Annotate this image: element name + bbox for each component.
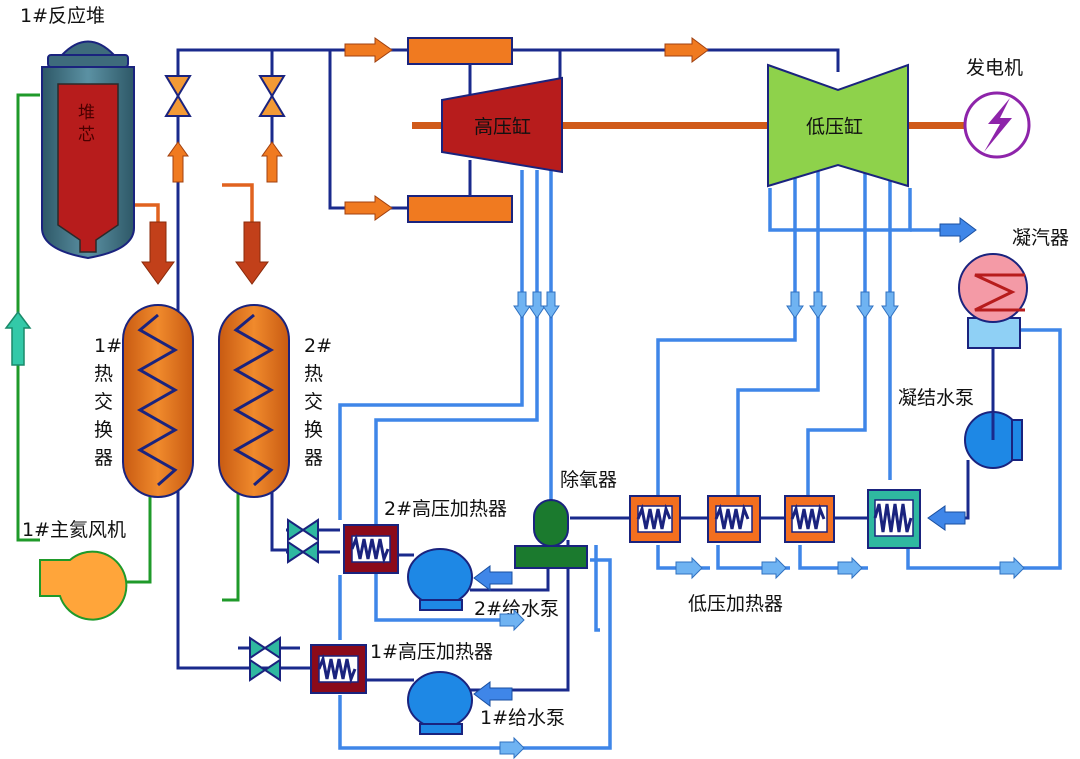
arrow-right-icon bbox=[344, 37, 393, 63]
lp-heater-4 bbox=[867, 489, 921, 549]
feed-pump1-label: 1#给水泵 bbox=[480, 707, 565, 729]
feed-pump2-label: 2#给水泵 bbox=[474, 598, 559, 620]
arrow-right-icon bbox=[499, 608, 525, 632]
valve-icon[interactable] bbox=[164, 75, 192, 117]
hp-turbine: 高压缸 bbox=[441, 76, 563, 174]
coil-icon bbox=[136, 313, 179, 487]
valve-icon[interactable] bbox=[249, 636, 281, 660]
hx2-label: 2#热交换器 bbox=[304, 335, 332, 469]
arrow-right-icon bbox=[675, 556, 703, 580]
arrow-down-icon bbox=[786, 291, 804, 319]
arrow-down-icon bbox=[856, 291, 874, 319]
arrow-left-icon bbox=[473, 681, 513, 707]
extraction-arrows bbox=[513, 291, 899, 319]
arrow-down-icon bbox=[528, 291, 546, 319]
deaerator-label: 除氧器 bbox=[560, 469, 617, 491]
reactor-core bbox=[57, 83, 119, 253]
lp-heater-2 bbox=[707, 495, 761, 543]
lp-heater-1 bbox=[629, 495, 681, 543]
valve-icon[interactable] bbox=[258, 75, 286, 117]
condenser: 凝汽器 bbox=[939, 217, 1069, 349]
core-label-1: 堆 bbox=[78, 103, 95, 123]
arrow-up-icon bbox=[167, 141, 189, 183]
turbine-shaft bbox=[412, 122, 967, 129]
reactor-label: 1#反应堆 bbox=[20, 5, 105, 27]
heat-exchanger-1: 1#热交换器 bbox=[94, 304, 194, 498]
arrow-down-icon bbox=[141, 221, 175, 285]
arrow-down-icon bbox=[513, 291, 531, 319]
feed-pump-2: 2#给水泵 bbox=[407, 548, 559, 620]
lp-heater-3 bbox=[784, 495, 835, 543]
arrow-down-icon bbox=[809, 291, 827, 319]
arrow-left-icon bbox=[473, 565, 513, 591]
hp-heater2-label: 2#高压加热器 bbox=[384, 498, 507, 520]
arrow-up-icon bbox=[261, 141, 283, 183]
hp-heater1-label: 1#高压加热器 bbox=[370, 641, 493, 663]
arrow-right-icon bbox=[344, 195, 393, 221]
valve-icon[interactable] bbox=[287, 518, 319, 542]
arrow-down-icon bbox=[542, 291, 560, 319]
coil-icon bbox=[232, 313, 275, 487]
arrow-right-icon bbox=[999, 556, 1025, 580]
arrow-right-icon bbox=[761, 556, 787, 580]
arrow-up-icon bbox=[4, 310, 32, 366]
arrow-right-icon bbox=[837, 556, 863, 580]
valve-icon[interactable] bbox=[249, 658, 281, 682]
deaerator: 除氧器 bbox=[514, 469, 617, 569]
hot-helium-pipes bbox=[120, 183, 254, 240]
hp-heater-2: 2#高压加热器 bbox=[343, 498, 507, 574]
core-label-2: 芯 bbox=[78, 125, 95, 145]
arrow-left-icon bbox=[927, 505, 966, 531]
blower-label: 1#主氦风机 bbox=[22, 519, 126, 541]
hp-heater-1: 1#高压加热器 bbox=[310, 641, 493, 694]
arrow-right-icon bbox=[664, 37, 709, 63]
lp-turbine-label: 低压缸 bbox=[806, 116, 863, 138]
arrow-right-icon bbox=[499, 736, 525, 759]
arrow-right-icon bbox=[939, 217, 977, 243]
helium-blower-1: 1#主氦风机 bbox=[22, 519, 128, 621]
hp-turbine-label: 高压缸 bbox=[474, 116, 531, 138]
arrow-down-icon bbox=[881, 291, 899, 319]
valve-icon[interactable] bbox=[287, 540, 319, 564]
condenser-label: 凝汽器 bbox=[1012, 227, 1069, 249]
reactor-1: 1#反应堆 堆 芯 bbox=[20, 5, 135, 260]
generator-label: 发电机 bbox=[966, 57, 1023, 79]
feed-pump-1: 1#给水泵 bbox=[407, 671, 565, 735]
condensate-pump: 凝结水泵 bbox=[898, 387, 1023, 469]
generator: 发电机 bbox=[963, 57, 1031, 159]
condensate-pump-label: 凝结水泵 bbox=[898, 387, 974, 409]
hx1-label: 1#热交换器 bbox=[94, 335, 122, 469]
arrow-down-icon bbox=[235, 221, 269, 285]
lp-heater-group: 低压加热器 bbox=[629, 489, 1025, 615]
heat-exchanger-2: 2#热交换器 bbox=[218, 304, 332, 498]
lp-turbine: 低压缸 bbox=[767, 63, 909, 188]
lp-heater-label: 低压加热器 bbox=[688, 593, 783, 615]
